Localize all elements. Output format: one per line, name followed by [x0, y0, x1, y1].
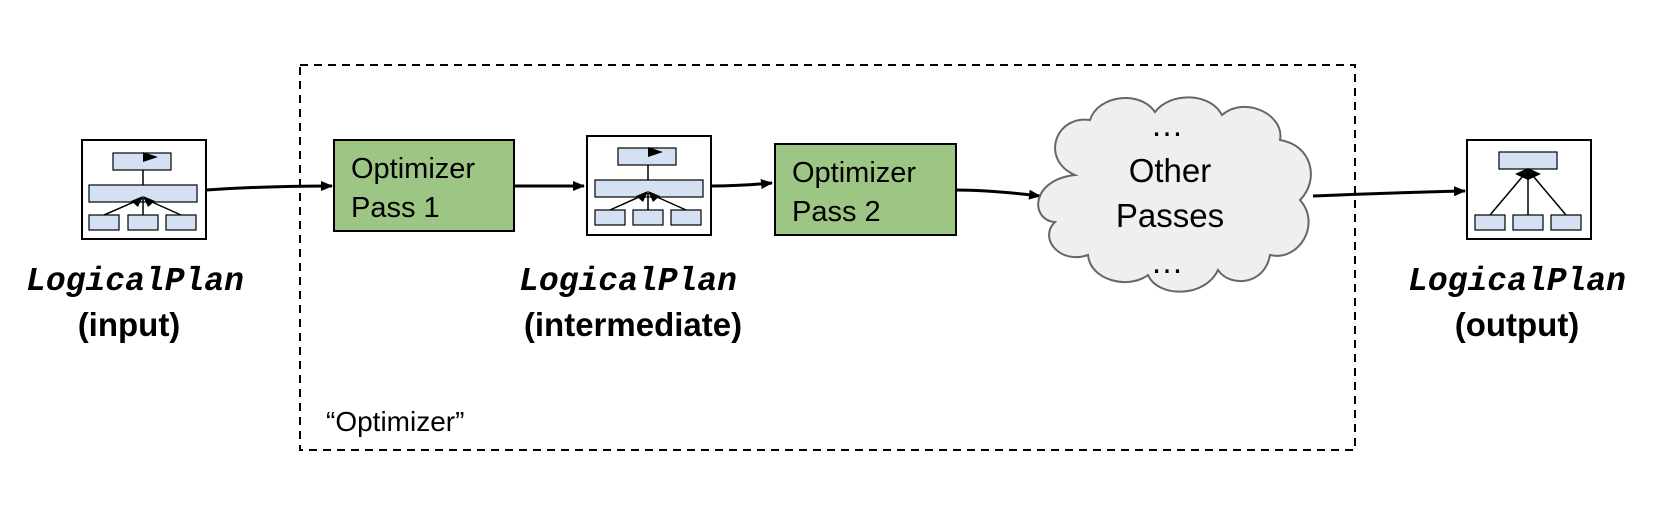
optimizer-pass-1-box — [333, 139, 515, 232]
plan-input-caption: (input) — [78, 306, 181, 343]
pass-2-line2: Pass 2 — [792, 196, 881, 228]
optimizer-pass-2-box — [774, 143, 957, 236]
other-passes-top-ellipsis: … — [1151, 106, 1184, 143]
tree-icon-intermediate — [586, 135, 712, 236]
other-passes-cloud — [1037, 96, 1312, 293]
pass-2-line1: Optimizer — [792, 157, 916, 189]
pass-1-line2: Pass 1 — [351, 192, 440, 224]
optimizer-container — [299, 64, 1356, 451]
other-passes-line1: Other — [1129, 152, 1212, 189]
plan-output-name: LogicalPlan — [1408, 263, 1626, 300]
plan-intermediate-caption: (intermediate) — [524, 306, 742, 343]
tree-icon-input — [81, 139, 207, 240]
tree-icon-output — [1466, 139, 1592, 240]
arrow-input-to-pass1 — [205, 181, 333, 192]
arrow-intermediate-to-pass2 — [710, 179, 773, 190]
plan-intermediate-name: LogicalPlan — [519, 263, 737, 300]
other-passes-line2: Passes — [1116, 197, 1224, 234]
pass-1-line1: Optimizer — [351, 153, 475, 185]
arrow-other-to-output — [1312, 186, 1466, 198]
optimizer-container-label: “Optimizer” — [326, 406, 464, 437]
arrow-pass2-to-other — [955, 188, 1041, 200]
plan-input-name: LogicalPlan — [26, 263, 244, 300]
plan-output-caption: (output) — [1455, 306, 1580, 343]
other-passes-bottom-ellipsis: … — [1151, 243, 1184, 280]
